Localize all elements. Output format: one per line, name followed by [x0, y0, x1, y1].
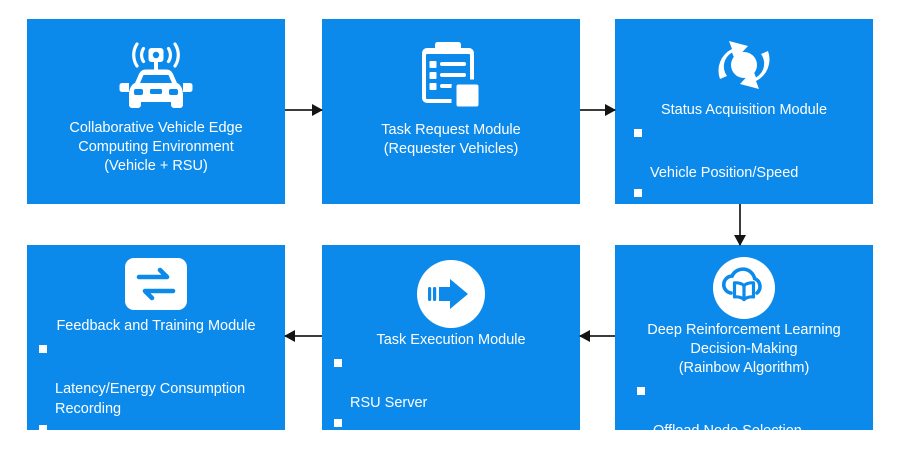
node-drl-decision-bullets: Offload Node Selection Computation Ratio…	[615, 378, 873, 430]
node-status-acquisition-title: Status Acquisition Module	[660, 102, 828, 118]
node-drl-decision[interactable]: Deep Reinforcement Learning Decision-Mak…	[615, 245, 873, 430]
list-item: Node Resources	[634, 183, 873, 204]
node-task-execution-bullets: RSU Server Volunteer Vehicle Data Transm…	[322, 350, 580, 430]
arrow-head-down-icon	[734, 235, 746, 246]
arrow-circle-right-icon	[322, 257, 580, 331]
connector-status-to-drl	[734, 204, 746, 246]
bullet-square-icon	[334, 419, 342, 427]
node-feedback-training[interactable]: Feedback and Training Module Latency/Ene…	[27, 245, 285, 430]
list-item: Reward Update	[39, 419, 285, 430]
connector-execution-to-feedback	[284, 330, 322, 342]
arrow-shaft	[580, 335, 615, 337]
clipboard-list-icon	[322, 35, 580, 121]
node-task-request-title: Task Request Module (Requester Vehicles)	[381, 122, 521, 157]
connected-car-icon	[27, 35, 285, 119]
arrow-shaft	[285, 109, 322, 111]
node-task-execution-title: Task Execution Module	[376, 332, 526, 348]
node-feedback-training-bullets: Latency/Energy Consumption Recording Rew…	[27, 336, 285, 430]
node-status-acquisition-bullets: Vehicle Position/Speed Node Resources Co…	[615, 120, 873, 204]
list-item: Vehicle Position/Speed	[634, 123, 873, 183]
arrow-shaft	[580, 109, 615, 111]
node-environment-title: Collaborative Vehicle Edge Computing Env…	[69, 120, 243, 174]
sync-rotate-icon	[615, 29, 873, 101]
connector-env-to-request	[285, 104, 323, 116]
bullet-square-icon	[39, 425, 47, 430]
node-status-acquisition[interactable]: Status Acquisition Module Vehicle Positi…	[615, 19, 873, 204]
node-task-request[interactable]: Task Request Module (Requester Vehicles)	[322, 19, 580, 204]
list-item: Volunteer Vehicle	[334, 413, 580, 430]
arrow-head-right-icon	[312, 104, 323, 116]
node-task-execution[interactable]: Task Execution Module RSU Server Volunte…	[322, 245, 580, 430]
list-item: Offload Node Selection	[637, 381, 873, 430]
connector-drl-to-execution	[579, 330, 615, 342]
bullet-square-icon	[334, 359, 342, 367]
arrow-shaft	[739, 204, 741, 245]
bullet-square-icon	[634, 129, 642, 137]
connector-request-to-status	[580, 104, 616, 116]
arrow-head-left-icon	[284, 330, 295, 342]
list-item: RSU Server	[334, 353, 580, 413]
arrow-head-left-icon	[579, 330, 590, 342]
bullet-square-icon	[634, 189, 642, 197]
node-environment[interactable]: Collaborative Vehicle Edge Computing Env…	[27, 19, 285, 204]
cloud-book-icon	[615, 255, 873, 321]
bullet-square-icon	[39, 345, 47, 353]
arrow-shaft	[285, 335, 322, 337]
node-drl-decision-title: Deep Reinforcement Learning Decision-Mak…	[647, 322, 841, 376]
list-item: Latency/Energy Consumption Recording	[39, 339, 285, 419]
arrow-head-right-icon	[605, 104, 616, 116]
bullet-square-icon	[637, 387, 645, 395]
node-feedback-training-title: Feedback and Training Module	[56, 318, 256, 334]
exchange-arrows-icon	[27, 255, 285, 317]
